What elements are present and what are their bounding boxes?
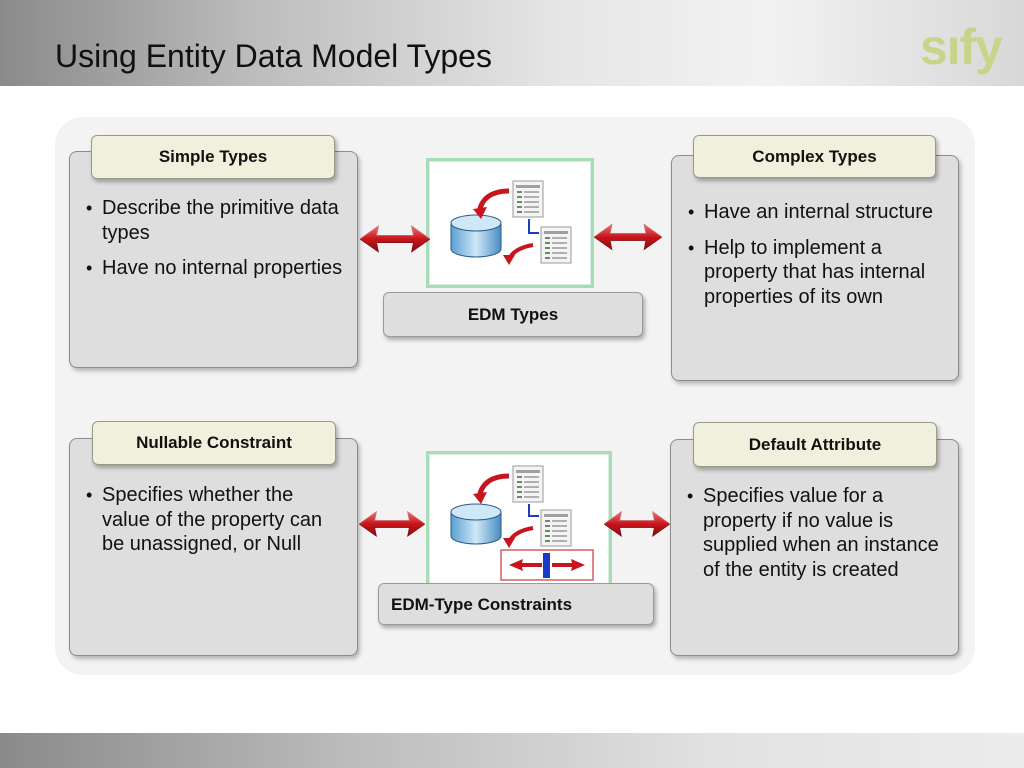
complex-types-label: Complex Types (693, 135, 936, 178)
simple-types-card: Describe the primitive data types Have n… (69, 151, 358, 368)
table-icon (540, 226, 572, 264)
slide-title: Using Entity Data Model Types (55, 38, 492, 74)
footer-bar (0, 733, 1024, 768)
bullet-item: Have no internal properties (84, 256, 346, 281)
table-icon (540, 509, 572, 547)
nullable-constraint-label: Nullable Constraint (92, 421, 336, 465)
edm-type-constraints-caption: EDM-Type Constraints (378, 583, 654, 625)
double-arrow-icon (359, 511, 425, 537)
title-bar (0, 0, 1024, 86)
default-attribute-card: Specifies value for a property if no val… (670, 439, 959, 656)
database-icon (450, 503, 502, 545)
edm-types-image (426, 158, 594, 288)
bullet-item: Help to implement a property that has in… (686, 236, 948, 310)
complex-types-card: Have an internal structure Help to imple… (671, 155, 959, 381)
bullet-item: Describe the primitive data types (84, 196, 346, 245)
simple-types-label: Simple Types (91, 135, 335, 179)
table-icon (512, 465, 544, 503)
table-icon (512, 180, 544, 218)
double-arrow-icon (360, 225, 430, 253)
default-attribute-label: Default Attribute (693, 422, 937, 467)
bullet-item: Specifies whether the value of the prope… (84, 483, 346, 557)
sify-logo: sıfy (919, 19, 1003, 75)
database-icon (450, 214, 502, 258)
double-arrow-icon (594, 224, 662, 250)
edm-types-caption: EDM Types (383, 292, 643, 337)
double-arrow-icon (604, 511, 670, 537)
nullable-constraint-card: Specifies whether the value of the prope… (69, 438, 358, 656)
edm-type-constraints-image (426, 451, 612, 593)
bullet-item: Specifies value for a property if no val… (685, 484, 947, 582)
bullet-item: Have an internal structure (686, 200, 948, 225)
